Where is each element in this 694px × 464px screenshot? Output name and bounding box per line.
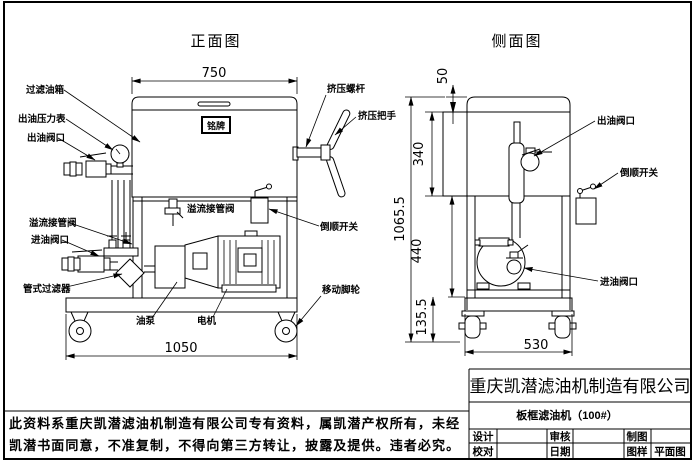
caster-side-right [549, 311, 576, 338]
field-proofread: 校对 [473, 445, 494, 458]
side-tube [494, 122, 524, 252]
label-overflow-valve-center: 溢流接管阀 [187, 203, 235, 215]
front-view-title: 正面图 [190, 33, 241, 50]
sheet-border [4, 2, 691, 459]
company-name: 重庆凯潜滤油机制造有限公司 [470, 377, 691, 396]
field-design: 设计 [473, 430, 494, 443]
lid-slot [198, 102, 230, 106]
disclaimer-block: 此资料系重庆凯潜滤油机制造有限公司专有资料，属凯潜产权所有，未经 凯潜书面同意，… [5, 411, 469, 453]
side-view: 侧面图 [393, 33, 659, 356]
title-block: 重庆凯潜滤油机制造有限公司 板框滤油机（100#） 设计 审核 制图 校对 日期… [469, 369, 691, 458]
caster-front-right [275, 312, 297, 342]
side-switch [576, 184, 596, 224]
label-overflow-valve-left: 溢流接管阀 [29, 217, 77, 229]
front-base [66, 298, 297, 312]
field-date: 日期 [550, 445, 571, 458]
field-review: 审核 [550, 430, 571, 443]
caster-side-left [459, 311, 486, 338]
side-pump [475, 238, 530, 289]
label-side-inlet-valve: 进油阀口 [600, 276, 638, 288]
side-dimensions: 50 340 440 135.5 1065.5 530 [393, 68, 572, 356]
nameplate [202, 117, 230, 133]
label-outlet-valve: 出油阀口 [27, 132, 65, 144]
side-view-title: 侧面图 [491, 33, 542, 50]
side-inlet-valve [507, 260, 521, 274]
dim-530: 530 [524, 338, 549, 353]
label-tube-filter: 管式过滤器 [23, 283, 71, 295]
front-view: 正面图 铭牌 [18, 33, 397, 360]
front-callouts: 过滤油箱 出油压力表 出油阀口 溢流接管阀 进油阀口 管式过滤器 溢流接管阀 倒… [18, 83, 397, 327]
dim-340: 340 [412, 142, 427, 167]
field-pattern: 图样 [627, 445, 648, 458]
disclaimer-line2: 凯潜书面同意，不准复制，不得向第三方转让，披露及提供。违者必究。 [9, 438, 460, 453]
side-tank [443, 112, 570, 196]
label-press-screw: 挤压螺杆 [327, 83, 366, 95]
press-screw-assembly [293, 109, 351, 198]
press-handle-hub [321, 145, 330, 160]
label-reverse-switch-front: 倒顺开关 [319, 221, 359, 233]
front-dimensions: 750 1050 [65, 66, 297, 360]
dim-440: 440 [410, 239, 425, 264]
side-outlet-valve [521, 148, 552, 171]
product-name: 板框滤油机（100#） [516, 408, 617, 422]
outlet-valve-body [86, 161, 106, 177]
label-pressure-gauge: 出油压力表 [18, 113, 66, 125]
label-moving-casters: 移动脚轮 [322, 284, 361, 296]
field-pattern-value: 平面图 [654, 446, 686, 458]
field-draft: 制图 [627, 430, 648, 443]
label-motor: 电机 [197, 315, 217, 327]
side-callouts: 出油阀口 倒顺开关 进油阀口 [523, 115, 659, 288]
filter-tank: 铭牌 [132, 97, 297, 197]
oil-pump [144, 236, 218, 288]
label-filter-tank: 过滤油箱 [26, 84, 65, 96]
dim-50: 50 [436, 68, 451, 85]
tube-filter-body [116, 259, 144, 287]
dim-1050: 1050 [164, 341, 197, 356]
label-side-reverse-switch: 倒顺开关 [619, 167, 659, 179]
dim-1065-5: 1065.5 [393, 196, 408, 242]
side-base [465, 298, 572, 311]
dim-750: 750 [202, 66, 227, 81]
side-frame [443, 97, 572, 311]
disclaimer-line1: 此资料系重庆凯潜滤油机制造有限公司专有资料，属凯潜产权所有，未经 [9, 416, 460, 431]
press-handle-upper-arm [326, 109, 351, 151]
label-inlet-valve: 进油阀口 [31, 234, 69, 246]
nameplate-text: 铭牌 [207, 120, 225, 131]
label-side-outlet-valve: 出油阀口 [597, 115, 635, 127]
dim-135-5: 135.5 [415, 298, 430, 335]
reverse-switch-front [251, 184, 272, 223]
label-press-handle: 挤压把手 [358, 110, 397, 122]
caster-front-left [69, 312, 91, 342]
inlet-valve-body [78, 256, 104, 272]
overflow-valve-center [165, 199, 183, 226]
motor [218, 231, 280, 292]
label-oil-pump: 油泵 [136, 315, 156, 327]
press-handle-lower-arm [326, 156, 346, 198]
